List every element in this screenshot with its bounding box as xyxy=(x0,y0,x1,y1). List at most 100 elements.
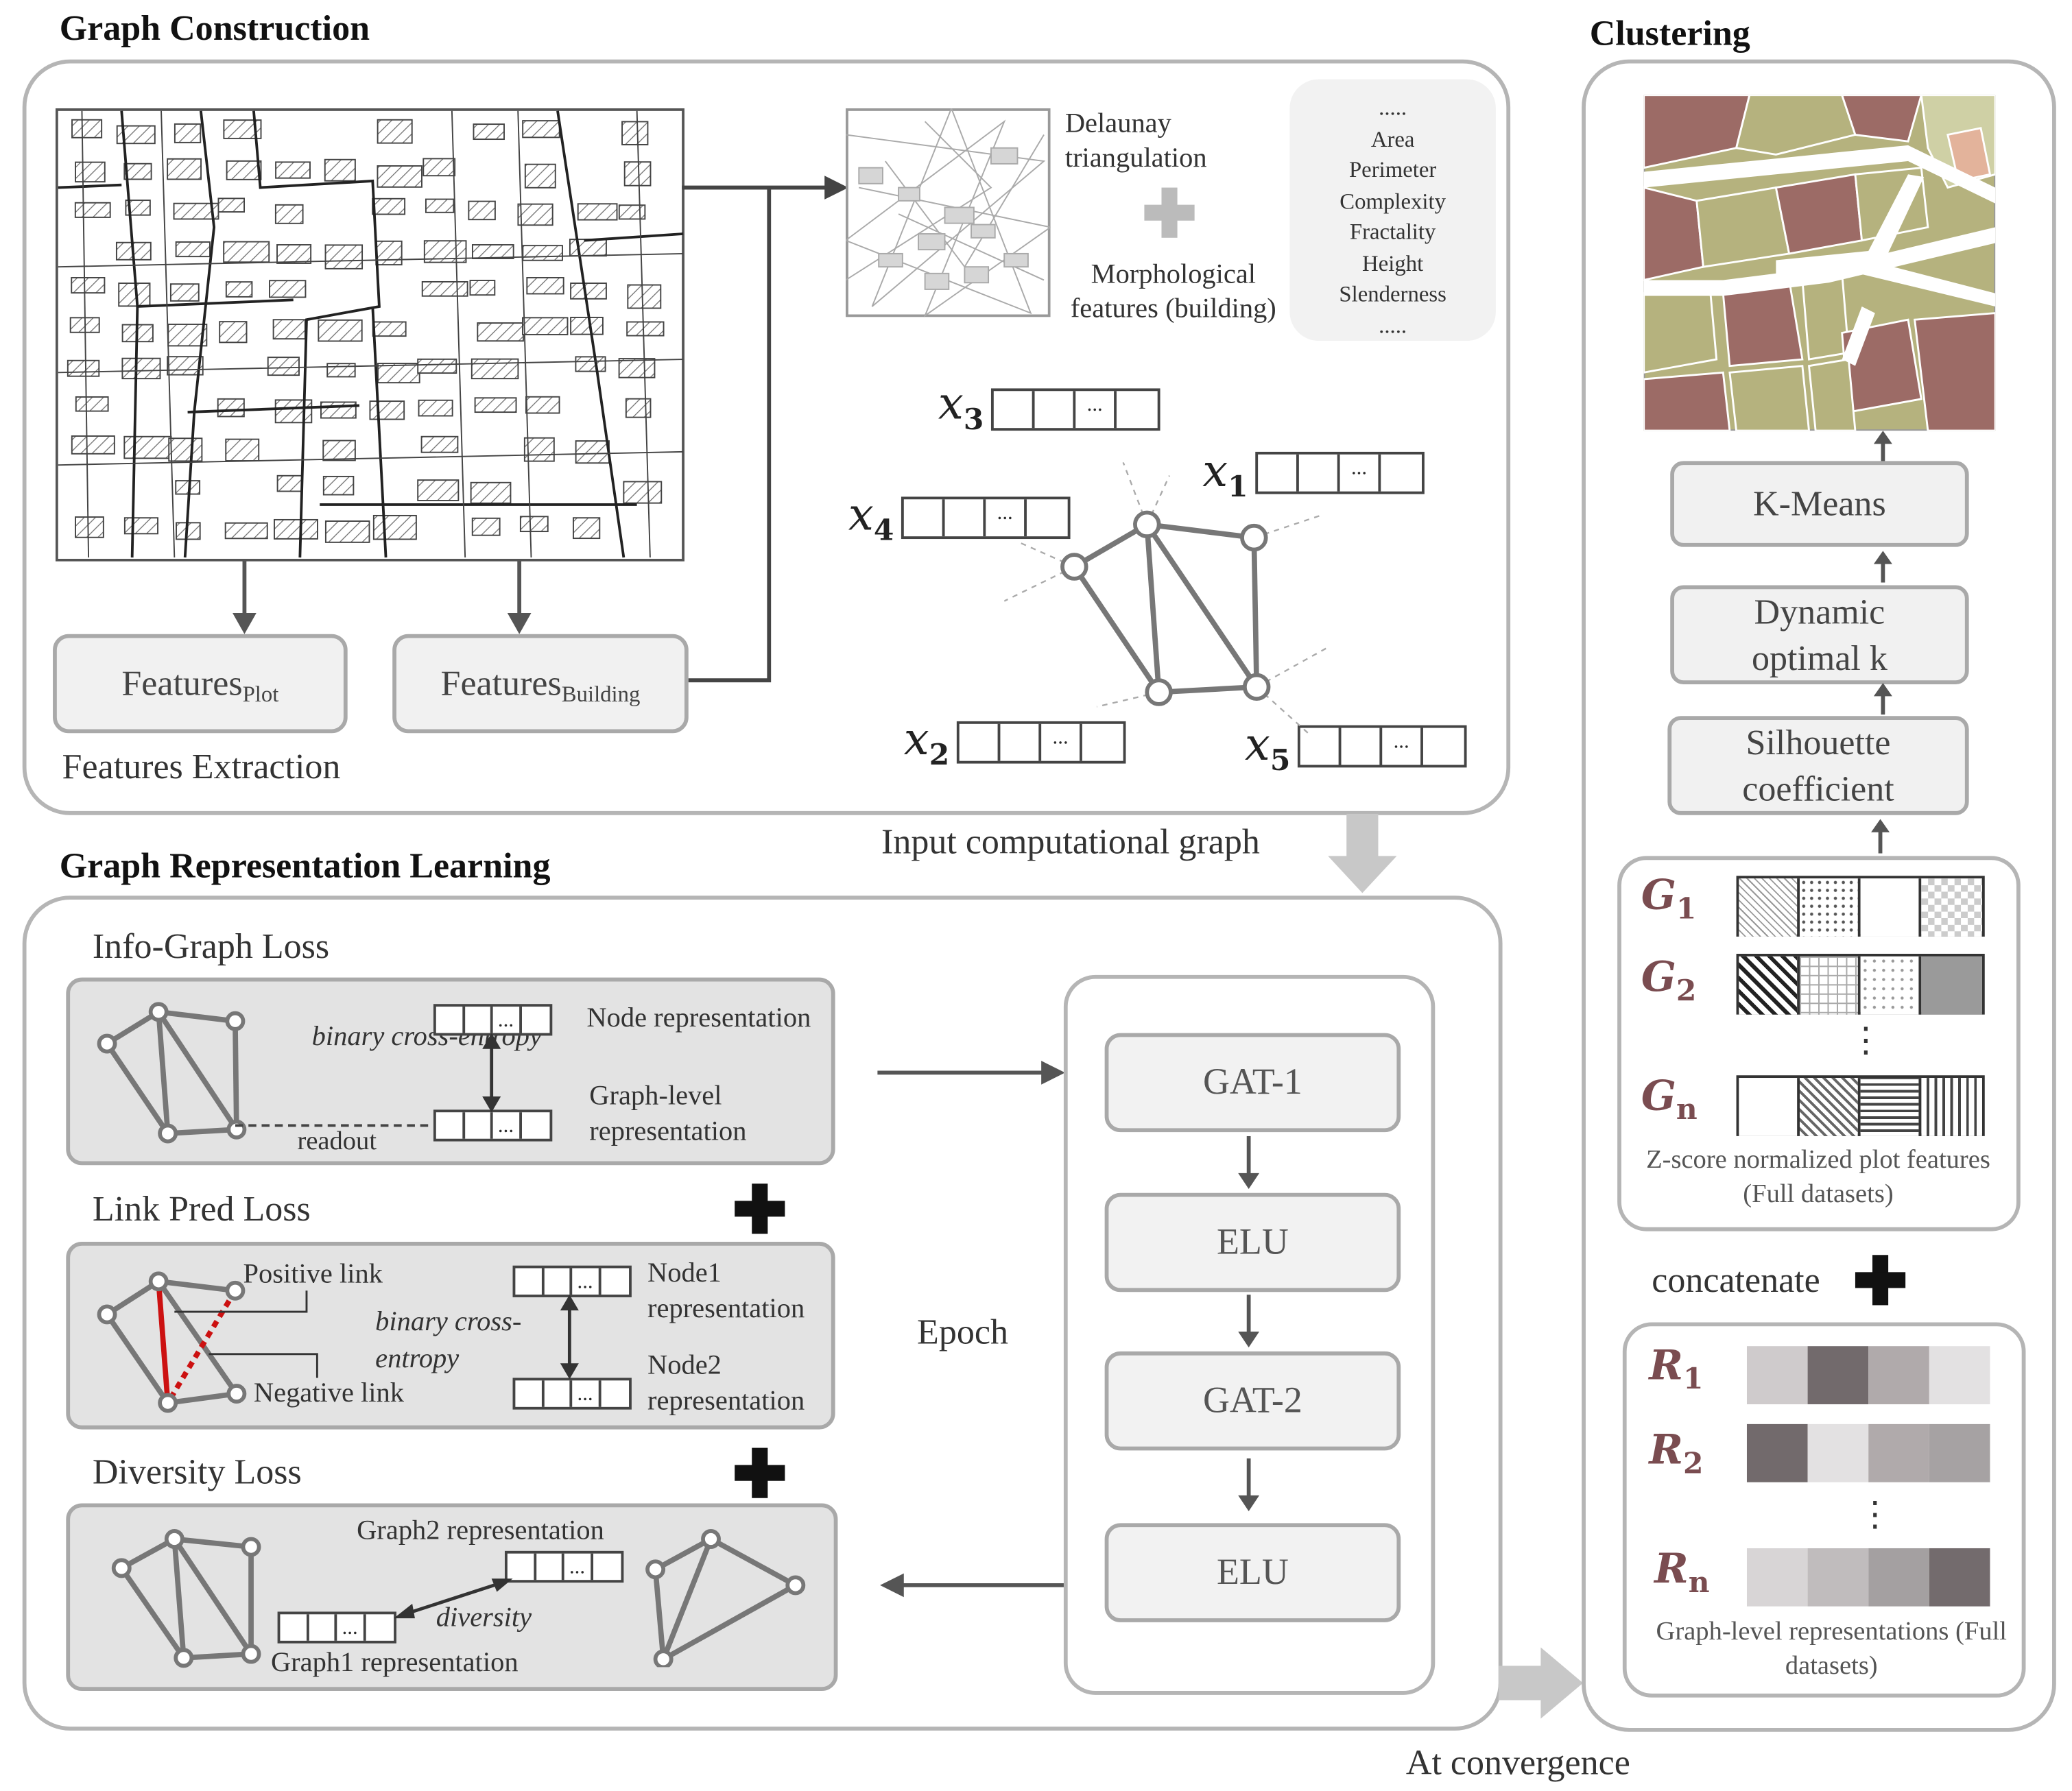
building-footprint xyxy=(572,517,601,540)
representation-cell xyxy=(1929,1548,1990,1607)
building-footprint xyxy=(324,520,370,543)
kmeans-box: K-Means xyxy=(1670,461,1969,547)
building-footprint xyxy=(175,241,211,258)
arrow-losses-to-network xyxy=(877,1061,1065,1085)
node-label-x4: x4 xyxy=(848,488,894,549)
building-footprint xyxy=(523,437,555,462)
building-footprint xyxy=(625,398,652,418)
building-footprint xyxy=(167,356,204,376)
building-footprint xyxy=(469,280,496,296)
plus-icon-construction xyxy=(1144,187,1195,238)
building-footprint xyxy=(418,399,453,417)
arrow-kmeans-to-map xyxy=(1873,431,1892,463)
silhouette-coefficient-box: Silhouette coefficient xyxy=(1667,716,1969,815)
building-footprint xyxy=(269,280,307,298)
g-vdots: ⋮ xyxy=(1848,1021,1883,1060)
feature-list-item: Height xyxy=(1362,250,1424,276)
section-title-graph-representation-learning: Graph Representation Learning xyxy=(59,845,551,885)
section-title-clustering: Clustering xyxy=(1589,13,1750,53)
building-footprint xyxy=(417,358,457,374)
r1-label: R1 xyxy=(1649,1342,1704,1397)
building-footprint xyxy=(377,363,420,384)
arrow-features-to-silhouette xyxy=(1871,819,1890,854)
building-footprint xyxy=(275,161,311,179)
r1-representation-strip xyxy=(1746,1346,1990,1404)
gat2-layer: GAT-2 xyxy=(1104,1351,1401,1451)
building-footprint xyxy=(517,203,553,226)
building-footprint xyxy=(276,244,312,264)
building-footprint xyxy=(524,163,556,189)
features-building-label: Features xyxy=(440,663,562,703)
representation-cell xyxy=(1746,1423,1808,1482)
building-footprint xyxy=(223,241,270,263)
building-footprint xyxy=(274,399,313,424)
r2-label: R2 xyxy=(1649,1426,1704,1482)
building-footprint xyxy=(219,321,248,344)
building-footprint xyxy=(118,283,151,307)
node-label-x3: x3 xyxy=(938,378,984,437)
g2-feature-strip xyxy=(1736,954,1985,1015)
building-footprint xyxy=(175,480,201,495)
elu2-layer: ELU xyxy=(1104,1523,1401,1622)
building-footprint xyxy=(272,319,306,340)
building-footprint xyxy=(217,398,245,418)
representation-cell xyxy=(1746,1548,1808,1607)
building-footprint xyxy=(121,357,161,380)
building-footprint xyxy=(474,397,517,413)
building-footprint xyxy=(71,435,115,455)
representation-cell xyxy=(1746,1346,1808,1404)
building-footprint xyxy=(67,359,100,377)
input-graph-drawing xyxy=(1004,462,1329,734)
building-footprint xyxy=(375,240,403,266)
building-footprint xyxy=(618,204,646,220)
representation-cell xyxy=(1868,1346,1929,1404)
building-footprint xyxy=(225,281,253,298)
link-pred-small-graph xyxy=(97,1271,318,1413)
building-footprint xyxy=(167,158,202,180)
building-footprint xyxy=(224,522,268,540)
node-label-x1: x1 xyxy=(1202,445,1248,505)
building-footprint xyxy=(477,322,524,342)
positive-link-label: Positive link xyxy=(243,1258,383,1290)
arrow-map-to-plot xyxy=(233,560,257,634)
diversity-graph2 xyxy=(645,1529,806,1668)
features-extraction-label: Features Extraction xyxy=(62,746,341,786)
arrow-at-convergence xyxy=(1498,1647,1584,1719)
building-footprint xyxy=(377,119,413,144)
info-graph-small-graph xyxy=(97,1002,247,1144)
graph-level-representation-label: Graph-level representation xyxy=(589,1079,747,1147)
gn-label: Gn xyxy=(1641,1072,1698,1127)
arrow-map-to-building xyxy=(507,560,532,634)
feature-list-item: Complexity xyxy=(1339,188,1446,214)
building-footprint xyxy=(575,440,610,464)
building-footprint xyxy=(377,165,422,188)
representation-cell xyxy=(1868,1423,1929,1482)
epoch-label: Epoch xyxy=(917,1312,1008,1351)
building-footprint xyxy=(522,317,569,335)
building-footprint xyxy=(123,435,172,459)
building-footprint xyxy=(468,200,496,221)
representation-cell xyxy=(1868,1548,1929,1607)
building-footprint xyxy=(519,516,549,533)
graph1-representation-vector: ... xyxy=(277,1611,396,1644)
building-footprint xyxy=(569,239,607,257)
elu1-layer: ELU xyxy=(1104,1192,1401,1293)
building-footprint xyxy=(372,514,417,540)
plus-icon-link-pred xyxy=(735,1183,785,1234)
representation-cell xyxy=(1929,1423,1990,1482)
feature-list-item: Perimeter xyxy=(1348,157,1437,182)
r-vdots: ⋮ xyxy=(1857,1495,1892,1534)
building-footprint xyxy=(417,479,460,501)
input-computational-graph-label: Input computational graph xyxy=(881,821,1260,862)
representation-cell xyxy=(1807,1423,1869,1482)
feature-vector-x5: ... xyxy=(1297,725,1467,768)
building-footprint xyxy=(75,516,104,538)
arrow-gat2-elu2 xyxy=(1238,1458,1260,1512)
building-footprint xyxy=(473,123,505,141)
feature-list-box xyxy=(1289,79,1496,341)
rn-representation-strip xyxy=(1746,1548,1990,1607)
building-footprint xyxy=(372,197,406,215)
